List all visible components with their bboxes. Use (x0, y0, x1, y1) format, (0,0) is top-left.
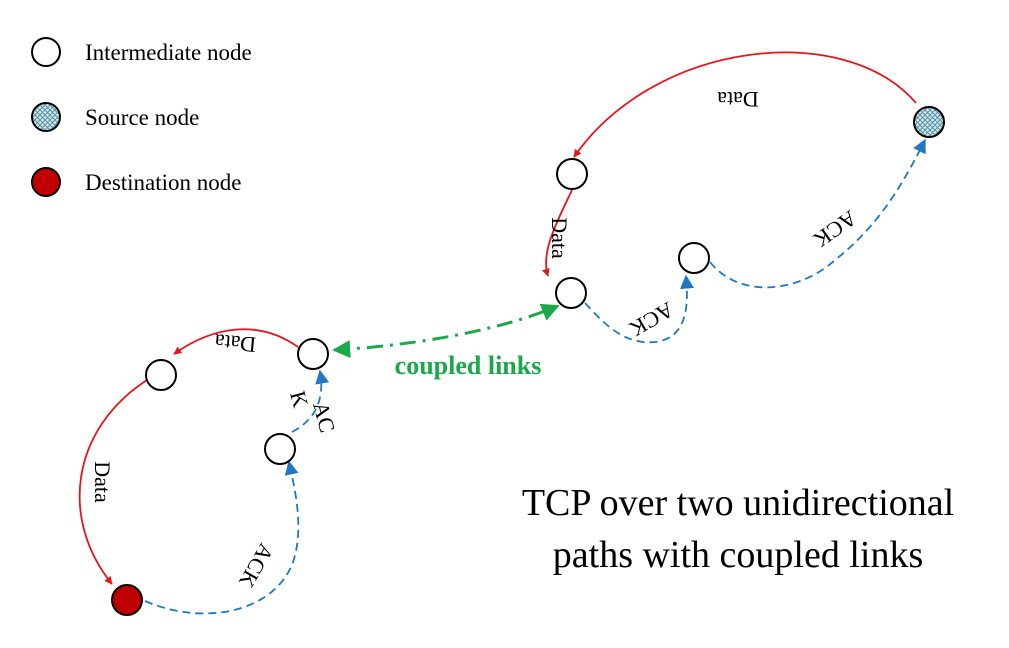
destination-node (111, 584, 143, 616)
lower-intermediate-node-3 (264, 433, 296, 465)
label-data-upper-top: Data (717, 87, 759, 112)
lower-intermediate-node-2 (145, 359, 177, 391)
data-edge-lower-node-2-to-destination (78, 379, 148, 585)
data-edge-source-to-upper-node-1 (573, 51, 917, 158)
coupled-links-edge (332, 303, 560, 359)
label-data-lower-left: Data (90, 461, 115, 503)
legend-intermediate-node-icon (31, 37, 61, 67)
caption: TCP over two unidirectional paths with c… (522, 482, 954, 576)
legend: Intermediate node Source node Destinatio… (31, 37, 252, 197)
label-ack-upper-small: ACK (625, 297, 678, 342)
upper-path-data-edges (541, 51, 917, 277)
label-ack-upper-right: ACK (809, 206, 861, 253)
upper-intermediate-node-3 (678, 242, 710, 274)
lower-path-ack-edges (144, 369, 330, 615)
label-data-lower-top: Data (213, 329, 257, 358)
upper-path-ack-edges (584, 138, 926, 344)
source-node (913, 106, 945, 138)
data-edge-lower-node-1-to-lower-node-2 (173, 328, 299, 355)
upper-intermediate-node-1 (556, 158, 588, 190)
ack-edge-destination-to-lower-node-3 (144, 460, 300, 615)
legend-destination-label: Destination node (85, 170, 242, 195)
lower-path-data-edges (78, 328, 299, 585)
ack-edge-upper-node-2-to-upper-node-3 (584, 274, 695, 344)
legend-intermediate-label: Intermediate node (85, 40, 252, 65)
legend-source-node-icon (31, 102, 61, 132)
legend-source-label: Source node (85, 105, 199, 130)
lower-intermediate-node-1 (297, 338, 329, 370)
label-ack-lower-bottom: ACK (234, 539, 279, 592)
ack-edge-upper-node-3-to-source (709, 138, 926, 289)
caption-line-1: TCP over two unidirectional (522, 482, 954, 524)
nodes (111, 106, 945, 616)
label-ack-lower-split-2: K (285, 388, 313, 410)
legend-destination-node-icon (31, 167, 61, 197)
ack-edge-lower-node-3-to-lower-node-1 (291, 369, 330, 433)
label-ack-lower-split-1: AC (308, 399, 340, 435)
label-data-upper-vertical: Data (547, 217, 572, 259)
data-edge-upper-node-1-to-upper-node-2 (541, 189, 573, 277)
caption-line-2: paths with coupled links (553, 534, 923, 576)
upper-intermediate-node-2 (555, 277, 587, 309)
label-coupled-links: coupled links (395, 351, 542, 380)
